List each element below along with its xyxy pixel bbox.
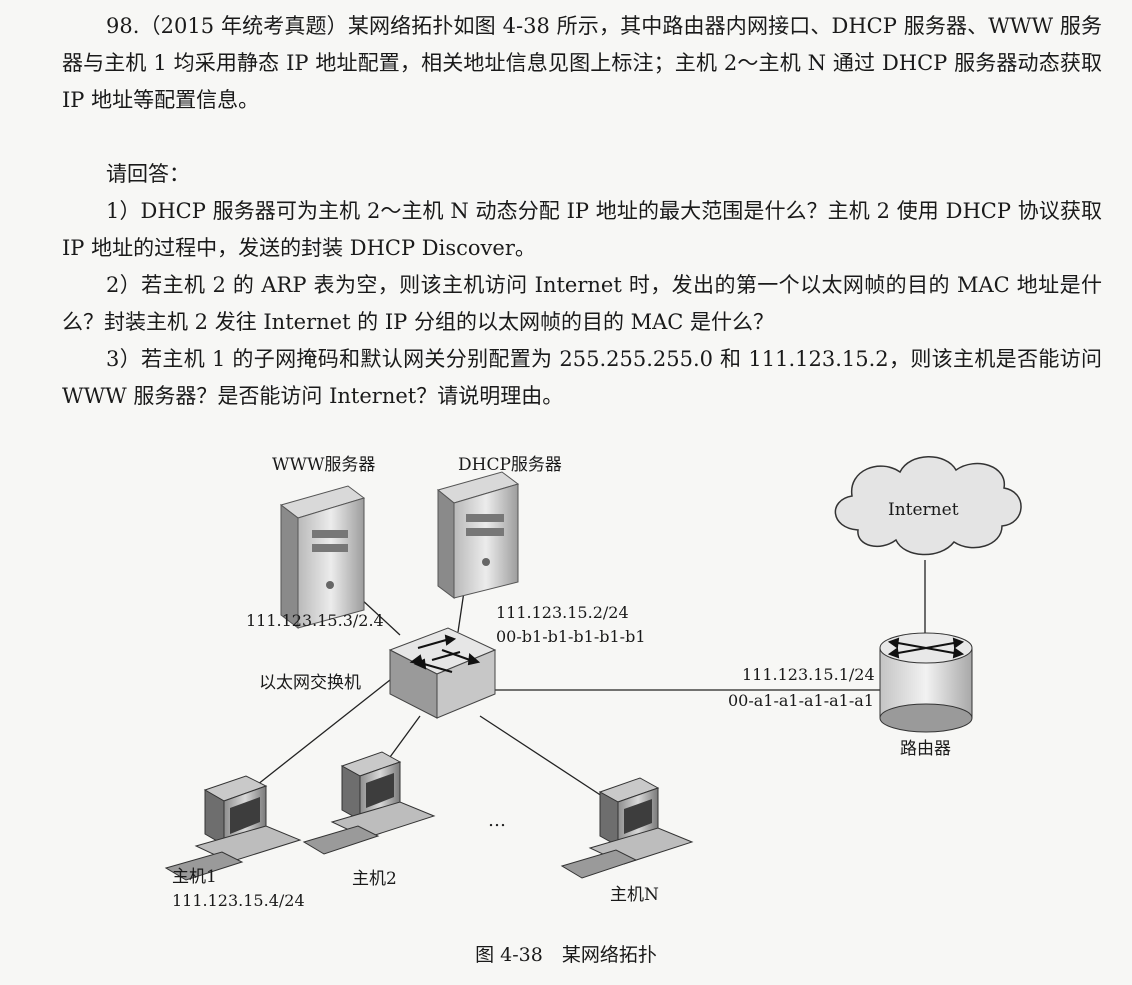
host1-computer-icon — [164, 775, 302, 881]
question-intro: 98.（2015 年统考真题）某网络拓扑如图 4-38 所示，其中路由器内网接口… — [62, 14, 1102, 112]
link-www-switch — [359, 597, 401, 636]
question-prompt: 请回答： — [106, 162, 190, 186]
host1-ip-label: 111.123.15.4/24 — [172, 891, 305, 910]
www-ip-label: 111.123.15.3/2.4 — [246, 611, 384, 630]
router-ip-label: 111.123.15.1/24 — [742, 665, 875, 684]
switch-label: 以太网交换机 — [259, 673, 361, 693]
ellipsis-label: … — [488, 810, 506, 831]
question-3: 3）若主机 1 的子网掩码和默认网关分别配置为 255.255.255.0 和 … — [62, 347, 1102, 408]
hostn-label: 主机N — [610, 885, 659, 905]
question-2: 2）若主机 2 的 ARP 表为空，则该主机访问 Internet 时，发出的第… — [62, 273, 1102, 334]
link-switch-hostn — [479, 715, 609, 801]
host2-label: 主机2 — [352, 869, 397, 889]
host2-computer-icon — [302, 751, 436, 855]
dhcp-ip-label: 111.123.15.2/24 — [496, 603, 629, 622]
router-icon — [879, 632, 973, 733]
hostn-computer-icon — [560, 777, 694, 879]
www-server-label: WWW服务器 — [272, 455, 375, 475]
dhcp-server-icon — [436, 471, 520, 599]
router-label: 路由器 — [900, 739, 951, 759]
internet-cloud-icon — [834, 456, 1022, 556]
host1-label: 主机1 — [172, 867, 217, 887]
question-1: 1）DHCP 服务器可为主机 2～主机 N 动态分配 IP 地址的最大范围是什么… — [62, 199, 1102, 260]
connection-lines — [247, 560, 926, 801]
link-switch-host1 — [247, 679, 391, 793]
router-mac-label: 00-a1-a1-a1-a1-a1 — [728, 691, 874, 710]
dhcp-server-label: DHCP服务器 — [458, 455, 562, 475]
dhcp-mac-label: 00-b1-b1-b1-b1-b1 — [496, 627, 646, 646]
figure-caption: 图 4-38 某网络拓扑 — [475, 944, 657, 966]
ethernet-switch-icon — [388, 627, 497, 719]
internet-label: Internet — [888, 500, 959, 520]
www-server-icon — [279, 485, 366, 630]
